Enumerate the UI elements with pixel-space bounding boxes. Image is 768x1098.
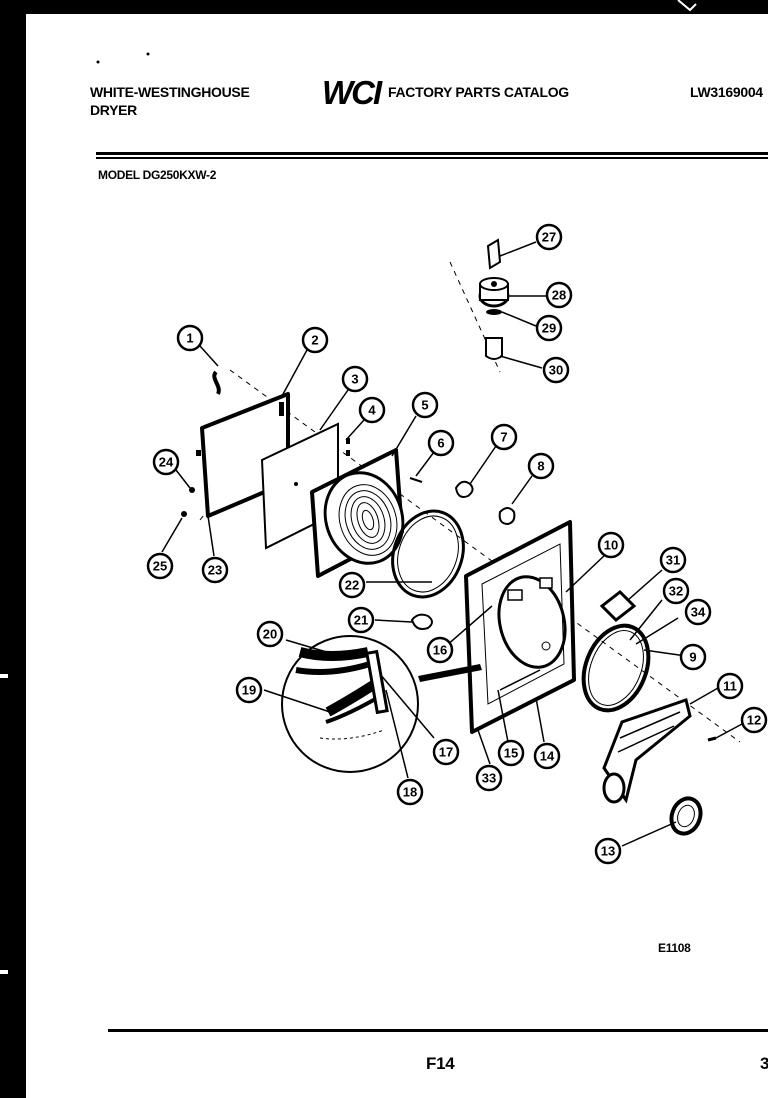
callout-13: 13 (594, 837, 622, 865)
callout-label: 27 (542, 230, 556, 245)
callout-32: 32 (662, 577, 690, 605)
callout-12: 12 (740, 706, 768, 734)
callout-label: 20 (263, 627, 277, 642)
callout-label: 29 (542, 321, 556, 336)
callout-22: 22 (338, 571, 366, 599)
lamp-lens (599, 590, 637, 622)
catalog-title: FACTORY PARTS CATALOG (388, 84, 569, 100)
product-type: DRYER (90, 102, 137, 118)
callout-label: 23 (208, 563, 222, 578)
callout-34: 34 (684, 598, 712, 626)
callout-label: 5 (421, 398, 428, 413)
callout-label: 17 (439, 745, 453, 760)
callout-4: 4 (358, 396, 386, 424)
callout-21: 21 (347, 606, 375, 634)
leader-lines (161, 241, 743, 847)
callout-15: 15 (497, 739, 525, 767)
page-number: 3 (760, 1054, 768, 1073)
callout-10: 10 (597, 531, 625, 559)
callout-label: 2 (311, 333, 318, 348)
callout-27: 27 (535, 223, 563, 251)
callout-label: 34 (691, 605, 706, 620)
callout-label: 9 (689, 650, 696, 665)
callout-label: 33 (482, 771, 496, 786)
callout-20: 20 (256, 620, 284, 648)
callout-label: 21 (354, 613, 368, 628)
callout-9: 9 (679, 643, 707, 671)
callout-25: 25 (146, 552, 174, 580)
callout-label: 13 (601, 844, 615, 859)
callout-label: 15 (504, 746, 518, 761)
callout-2: 2 (301, 326, 329, 354)
callout-11: 11 (716, 672, 744, 700)
callout-28: 28 (545, 281, 573, 309)
callout-8: 8 (527, 452, 555, 480)
callout-label: 16 (433, 643, 447, 658)
callout-label: 28 (552, 288, 566, 303)
callout-label: 18 (403, 785, 417, 800)
callout-label: 12 (747, 713, 761, 728)
callout-label: 6 (437, 436, 444, 451)
wci-logo: WCI (322, 74, 382, 111)
door-seal (391, 509, 465, 599)
heater-duct (602, 698, 692, 804)
callout-5: 5 (411, 391, 439, 419)
page-code: F14 (426, 1054, 455, 1073)
callout-18: 18 (396, 778, 424, 806)
diagram-code: E1108 (658, 941, 691, 955)
callout-label: 25 (153, 559, 167, 574)
door-handle (212, 370, 221, 395)
detail-inset (281, 635, 419, 773)
callout-label: 22 (345, 578, 359, 593)
callout-label: 30 (549, 363, 563, 378)
callout-16: 16 (426, 636, 454, 664)
duct-ring (669, 796, 703, 836)
callout-30: 30 (542, 356, 570, 384)
callout-label: 14 (540, 749, 555, 764)
callout-19: 19 (235, 676, 263, 704)
connector-bar (418, 664, 482, 682)
callout-label: 19 (242, 683, 256, 698)
callout-label: 7 (500, 430, 507, 445)
callout-label: 24 (159, 455, 174, 470)
callout-label: 3 (351, 372, 358, 387)
callout-label: 32 (669, 584, 683, 599)
callout-33: 33 (475, 764, 503, 792)
front-bulkhead (464, 520, 576, 734)
brand-name: WHITE-WESTINGHOUSE (90, 84, 250, 100)
callout-31: 31 (659, 546, 687, 574)
header-rule (96, 152, 768, 155)
callout-label: 11 (723, 679, 737, 694)
door-catch (410, 613, 433, 630)
callout-7: 7 (490, 423, 518, 451)
callout-label: 1 (186, 331, 193, 346)
model-number: MODEL DG250KXW-2 (98, 168, 217, 182)
hinge-part (454, 480, 474, 498)
callout-label: 10 (604, 538, 618, 553)
callout-14: 14 (533, 742, 561, 770)
callout-24: 24 (152, 448, 180, 476)
hinge-bracket (498, 507, 516, 526)
callout-17: 17 (432, 738, 460, 766)
callout-29: 29 (535, 314, 563, 342)
callout-label: 31 (666, 553, 680, 568)
callout-23: 23 (201, 556, 229, 584)
callout-3: 3 (341, 365, 369, 393)
callout-label: 8 (537, 459, 544, 474)
catalog-number: LW3169004 (690, 84, 763, 100)
footer-rule (108, 1029, 768, 1032)
lamp-assembly (478, 238, 510, 360)
paper (26, 14, 768, 1098)
callout-label: 4 (368, 403, 376, 418)
callout-6: 6 (427, 429, 455, 457)
callout-1: 1 (176, 324, 204, 352)
drum-seal-ring (581, 623, 651, 713)
